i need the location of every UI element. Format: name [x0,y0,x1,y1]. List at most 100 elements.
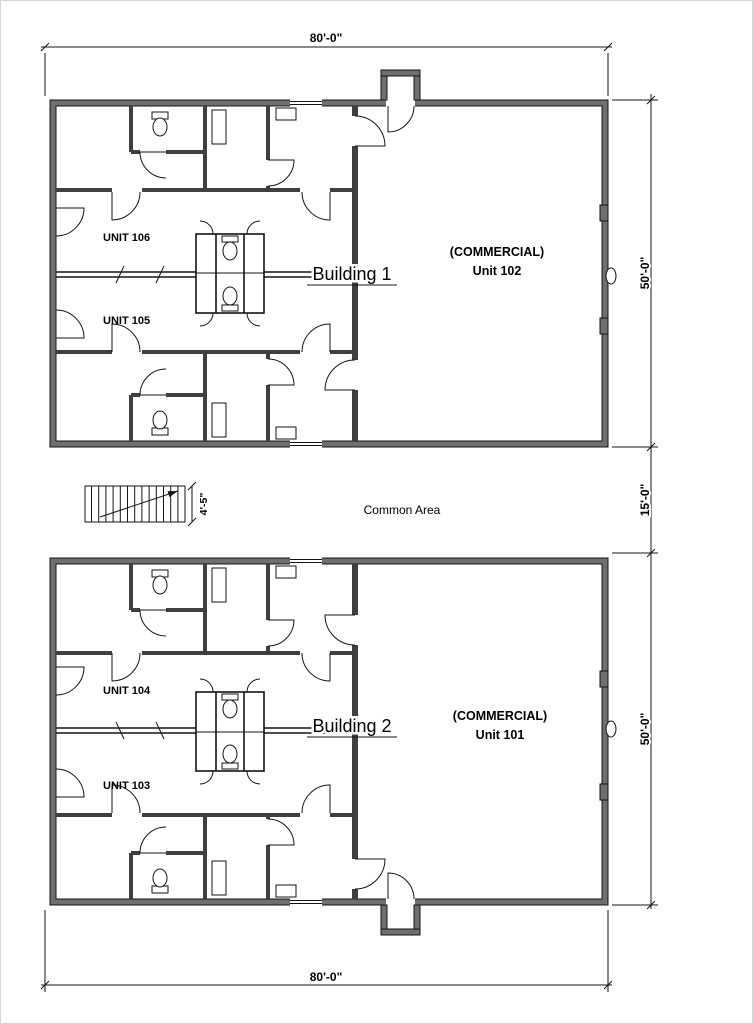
door-swings-part [55,768,85,798]
bathroom-wall [129,564,205,612]
party-wall [56,271,355,278]
building2-plan [49,556,617,936]
stair-treads [91,486,179,522]
common-area-label: Common Area [364,503,441,517]
dim-common-height: 15'-0" [638,484,652,517]
wall-jamb [599,317,609,335]
building2-title: Building 2 [312,716,391,736]
tub-symbol [211,860,227,896]
door-swings-part [246,770,261,785]
door-swings-part [199,770,214,785]
unit-105-label: UNIT 105 [103,315,150,327]
toilet-symbol [152,575,168,595]
wall-break-symbol [115,721,165,740]
window-opening [290,897,322,907]
door-swings-part [301,784,331,814]
stairs [84,481,197,527]
door-swings-part [199,220,214,235]
door-swings-part [267,358,295,386]
toilet-symbol [222,699,238,719]
door-swings-part [387,105,415,133]
door-swings-part [55,207,85,237]
door-swings-part [324,614,356,646]
vestibule-wall [380,928,421,936]
window-opening [290,439,322,449]
toilet-symbol [152,410,168,430]
door-swings-part [387,872,415,900]
window-opening [290,556,322,566]
stair-direction-arrow [167,491,178,497]
toilet-tank [221,304,239,312]
toilet-tank [221,762,239,770]
door-swings-part [111,652,141,682]
tub-symbol [211,402,227,438]
dim-top-width: 80'-0" [310,31,343,45]
toilet-symbol [222,744,238,764]
exterior-door-symbol [605,720,617,738]
extension-line [44,53,609,96]
toilet-symbol [222,241,238,261]
window-glazing [290,101,322,446]
stair-direction-line [99,490,179,518]
door-swings-part [246,312,261,327]
dim-building1-height: 50'-0" [638,257,652,290]
door-swings-part [111,323,141,353]
door-swings-part [246,220,261,235]
extension-line [44,910,609,992]
door-swings-part [301,323,331,353]
toilet-symbol [152,117,168,137]
dim-stair-width: 4'-5" [198,493,210,516]
door-swings-part [139,368,167,396]
door-swings [55,609,415,900]
door-swings-part [267,818,295,846]
door-swings-part [267,159,295,187]
unit-103-label: UNIT 103 [103,780,150,792]
building1-plan [49,69,617,449]
building1-title: Building 1 [312,264,391,284]
entry-opening [386,98,415,108]
sink-counter [275,884,297,898]
door-swings-part [354,115,386,147]
entry-opening [386,897,415,907]
door-swings-part [324,359,356,391]
door-swings-part [139,609,167,637]
toilet-tank [221,693,239,701]
exterior-door-symbol [605,267,617,285]
vestibule-wall [380,69,421,77]
commercial-102-line1: (COMMERCIAL) [450,245,544,259]
sink-counter [275,565,297,579]
commercial-101-line1: (COMMERCIAL) [453,709,547,723]
door-swings-part [111,191,141,221]
door-swings-part [139,826,167,854]
dim-bottom-width: 80'-0" [310,970,343,984]
toilet-symbol [222,286,238,306]
door-swings-part [55,666,85,696]
interior-wall [203,815,270,899]
window-glazing [290,559,322,904]
bathroom-wall [129,851,205,899]
door-swings-part [301,191,331,221]
door-swings-part [139,151,167,179]
stair-dim-line [187,481,197,527]
dim-building2-height: 50'-0" [638,713,652,746]
bathroom-wall [129,393,205,441]
dim-tick [40,42,613,52]
bathroom-wall [129,106,205,154]
door-swings [55,105,415,396]
wall-jamb [599,670,609,688]
window-opening [290,98,322,108]
door-swings-part [111,784,141,814]
party-wall [56,727,355,734]
interior-wall [203,106,270,190]
unit-104-label: UNIT 104 [103,685,151,697]
door-swings-part [199,312,214,327]
door-swings-part [354,858,386,890]
door-swings-part [267,619,295,647]
door-swings-part [199,678,214,693]
labels: 80'-0" 80'-0" 50'-0" 15'-0" 50'-0" 4'-5"… [103,29,654,986]
wall-jamb [599,204,609,222]
wall-jamb [599,783,609,801]
door-swings-part [301,652,331,682]
